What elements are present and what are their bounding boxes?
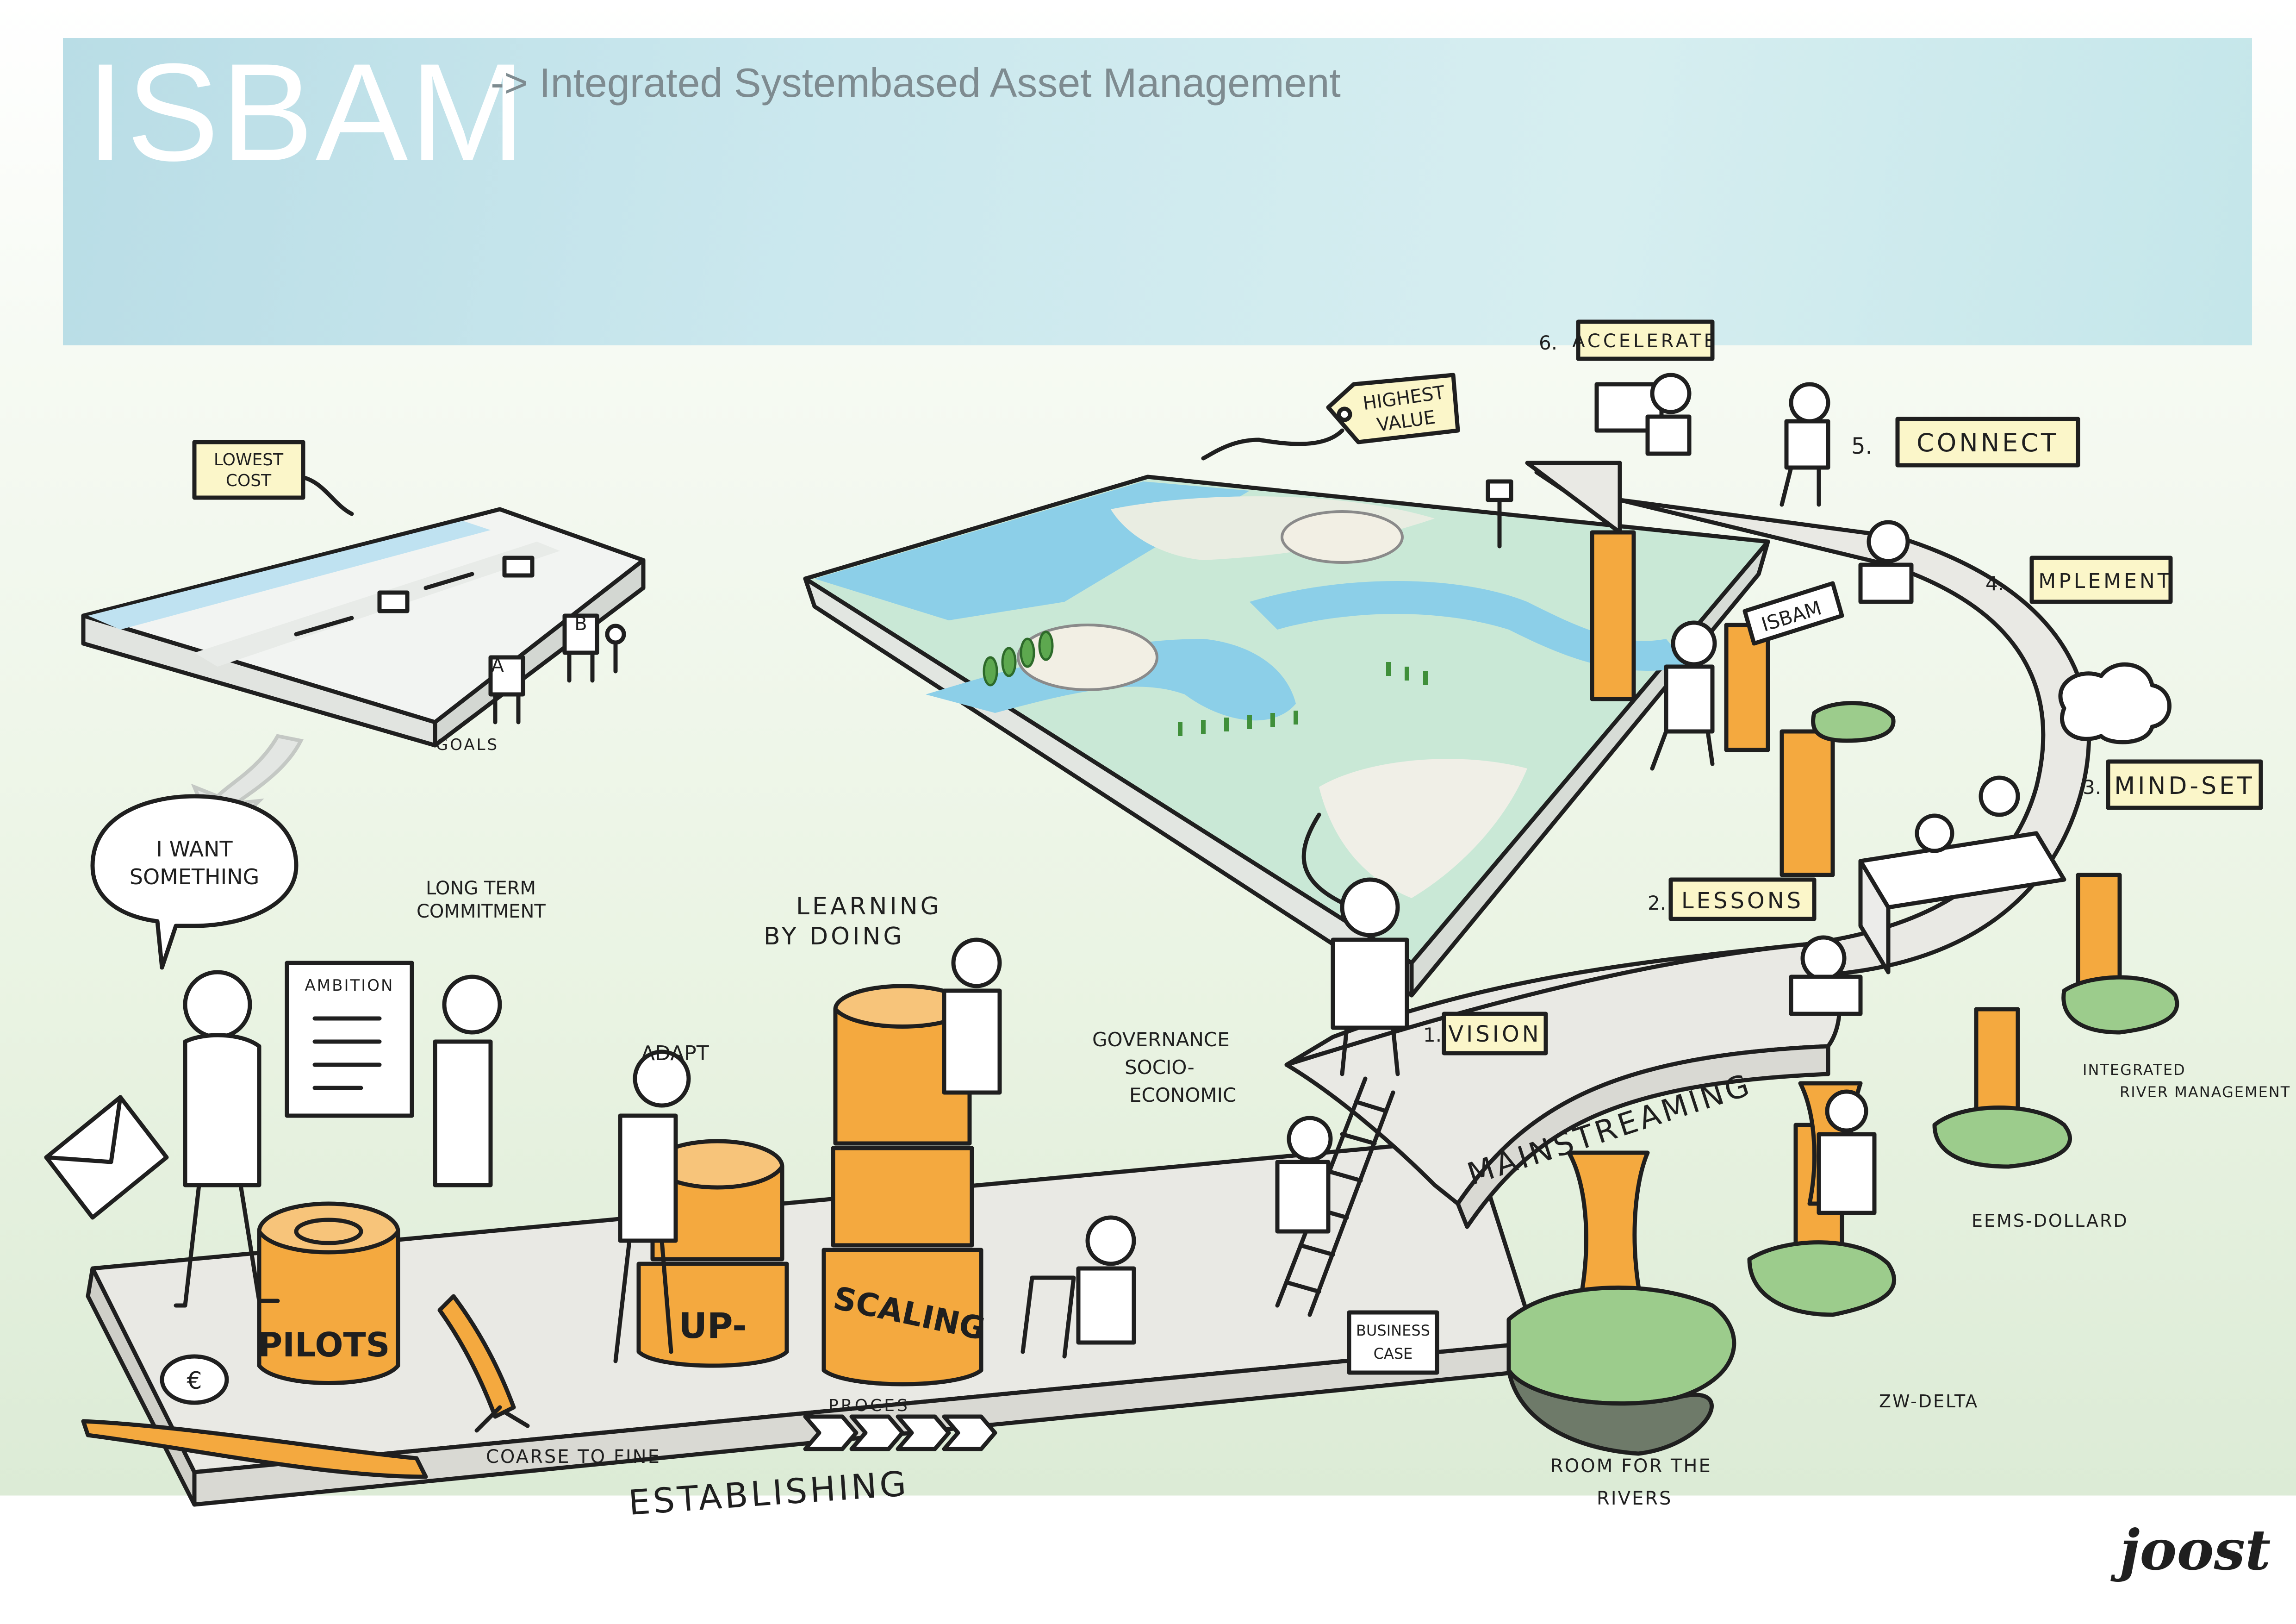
coarse-to-fine-label: COARSE TO FINE	[486, 1446, 661, 1468]
step-connect-label: CONNECT	[1916, 428, 2059, 457]
long-term-line2: COMMITMENT	[417, 901, 546, 922]
step-accelerate: 6. ACCELERATE	[1539, 319, 1718, 361]
business-case-box: BUSINESS CASE	[1347, 1310, 1439, 1375]
room-line1: ROOM FOR THE	[1550, 1455, 1712, 1477]
step-mindset-label: MIND-SET	[2114, 772, 2255, 800]
speech-bubble: I WANT SOMETHING	[90, 794, 299, 970]
person-adapt	[613, 1049, 691, 1363]
envelope-icon	[44, 1095, 169, 1220]
learning-line1: LEARNING	[796, 893, 942, 920]
person-lessons	[1789, 935, 1863, 1016]
integrated-line1: INTEGRATED	[2083, 1061, 2186, 1079]
step-lessons-label: LESSONS	[1681, 888, 1804, 914]
step-vision-label: VISION	[1448, 1021, 1541, 1047]
header-band	[63, 38, 2252, 345]
lowest-cost-label-line1: LOWEST	[214, 450, 284, 469]
person-connect	[1780, 382, 1830, 507]
signature: joost	[2110, 1518, 2271, 1583]
money-bag-icon: €	[160, 1354, 229, 1405]
ambition-board: AMBITION	[285, 961, 414, 1118]
person-walker	[1020, 1215, 1136, 1359]
eems-dollard-label: EEMS-DOLLARD	[1972, 1211, 2128, 1231]
step-implement: 4. IMPLEMENT	[1985, 556, 2173, 604]
isbam-sign: ISBAM	[1742, 581, 1844, 646]
governance-line2: SOCIO-	[1125, 1056, 1195, 1079]
person-isbam	[1650, 620, 1717, 771]
ambition-label: AMBITION	[305, 976, 394, 995]
up-label: UP-	[678, 1305, 747, 1346]
person-ambition	[433, 974, 502, 1187]
pilots-stump: PILOTS	[257, 1201, 400, 1385]
islands	[1506, 701, 2179, 1456]
governance-line1: GOVERNANCE	[1092, 1028, 1230, 1051]
step-lessons: 2. LESSONS	[1648, 877, 1817, 921]
room-line2: RIVERS	[1597, 1488, 1672, 1509]
sign-a-label: A	[491, 655, 504, 676]
thought-cloud	[2058, 662, 2172, 744]
step-vision-number: 1.	[1423, 1024, 1442, 1046]
speech-line2: SOMETHING	[130, 864, 259, 889]
roots	[81, 1294, 530, 1479]
integrated-line2: RIVER MANAGEMENT	[2120, 1083, 2290, 1101]
page-title: ISBAM	[86, 34, 528, 190]
long-term-line1: LONG TERM	[426, 878, 536, 899]
proces-chevrons	[803, 1414, 997, 1451]
adapt-label: ADAPT	[641, 1042, 709, 1065]
step-implement-label: IMPLEMENT	[2029, 569, 2172, 593]
mainstreaming-path	[1284, 461, 2091, 1229]
lowest-cost-label-line2: COST	[226, 471, 272, 490]
proces-label: PROCES	[828, 1396, 910, 1415]
person-speaker	[174, 970, 280, 1308]
zw-delta-label: ZW-DELTA	[1879, 1391, 1979, 1412]
lowest-cost-landscape	[81, 507, 646, 846]
lowest-cost-tag: LOWEST COST	[192, 440, 354, 516]
person-climber	[1275, 1116, 1333, 1234]
goals-label: GOALS	[436, 736, 499, 754]
step-connect: 5. CONNECT	[1851, 417, 2080, 468]
person-implement	[1858, 520, 1914, 604]
sign-b-label: B	[574, 613, 587, 635]
step-mindset-number: 3.	[2083, 776, 2101, 799]
people	[174, 373, 2172, 1363]
governance-line3: ECONOMIC	[1129, 1084, 1236, 1106]
step-lessons-number: 2.	[1648, 892, 1666, 914]
step-accelerate-number: 6.	[1539, 331, 1557, 354]
highest-value-tag: HIGHEST VALUE	[1201, 373, 1460, 461]
step-vision: 1. VISION	[1423, 1012, 1548, 1056]
person-accelerate	[1594, 373, 1692, 456]
up-stump: UP-	[636, 1139, 789, 1368]
learning-line2: BY DOING	[764, 923, 905, 950]
person-measuring	[942, 937, 1002, 1095]
money-symbol: €	[187, 1367, 202, 1395]
mindset-desk	[1858, 775, 2066, 974]
step-connect-number: 5.	[1851, 433, 1873, 459]
step-implement-number: 4.	[1985, 572, 2004, 595]
business-case-line1: BUSINESS	[1356, 1322, 1430, 1339]
page-subtitle: -> Integrated Systembased Asset Manageme…	[491, 60, 1341, 106]
scaling-stack: SCALING	[821, 984, 989, 1387]
establishing-label: ESTABLISHING	[627, 1464, 910, 1523]
pilots-label: PILOTS	[258, 1325, 390, 1364]
step-mindset: 3. MIND-SET	[2083, 759, 2263, 810]
person-pillar	[1817, 1089, 1877, 1215]
step-accelerate-label: ACCELERATE	[1572, 331, 1718, 352]
person-vision	[1331, 877, 1409, 1076]
business-case-line2: CASE	[1374, 1345, 1413, 1362]
speech-line1: I WANT	[156, 837, 233, 862]
